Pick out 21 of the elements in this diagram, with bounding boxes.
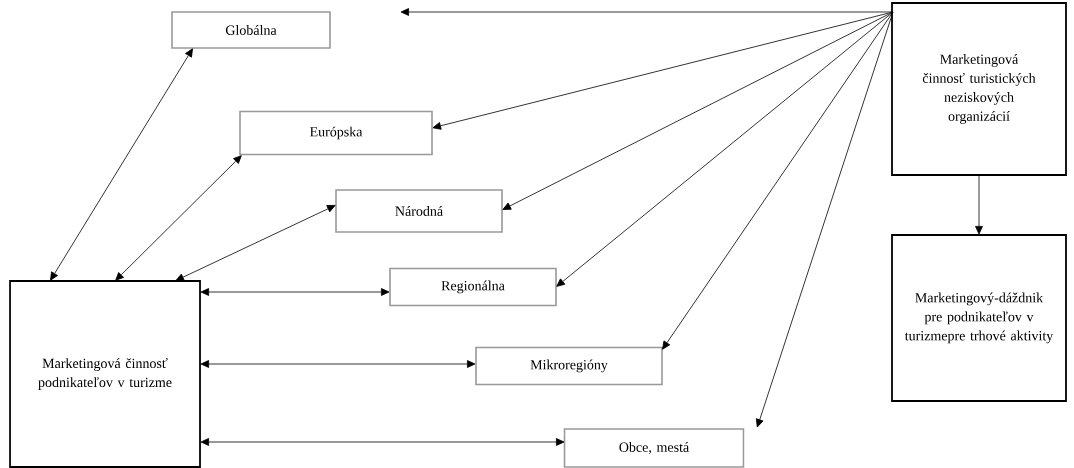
level-box: Národná <box>335 189 503 233</box>
arrow <box>200 438 565 446</box>
arrow <box>50 48 193 281</box>
arrow <box>175 205 336 281</box>
arrow <box>115 155 242 281</box>
activity-box: Marketingová činnosť turistických neziskových organizácií <box>891 2 1067 176</box>
arrow <box>200 360 476 368</box>
arrow <box>755 11 894 428</box>
arrow <box>400 8 894 16</box>
arrow <box>556 11 894 287</box>
level-box: Mikroregióny <box>475 346 663 386</box>
arrow <box>432 11 894 130</box>
arrow <box>200 288 390 296</box>
arrow <box>662 11 894 350</box>
level-box: Európska <box>239 110 433 156</box>
level-box: Obce, mestá <box>563 428 745 468</box>
activity-box: Marketingový-dáždnik pre podnikateľov v turizmepre trhové aktivity <box>891 234 1067 402</box>
level-box: Regionálna <box>389 267 557 307</box>
activity-box: Marketingová činnosť podnikateľov v turizme <box>9 280 201 468</box>
level-box: Globálna <box>171 11 331 49</box>
arrow <box>975 174 983 235</box>
